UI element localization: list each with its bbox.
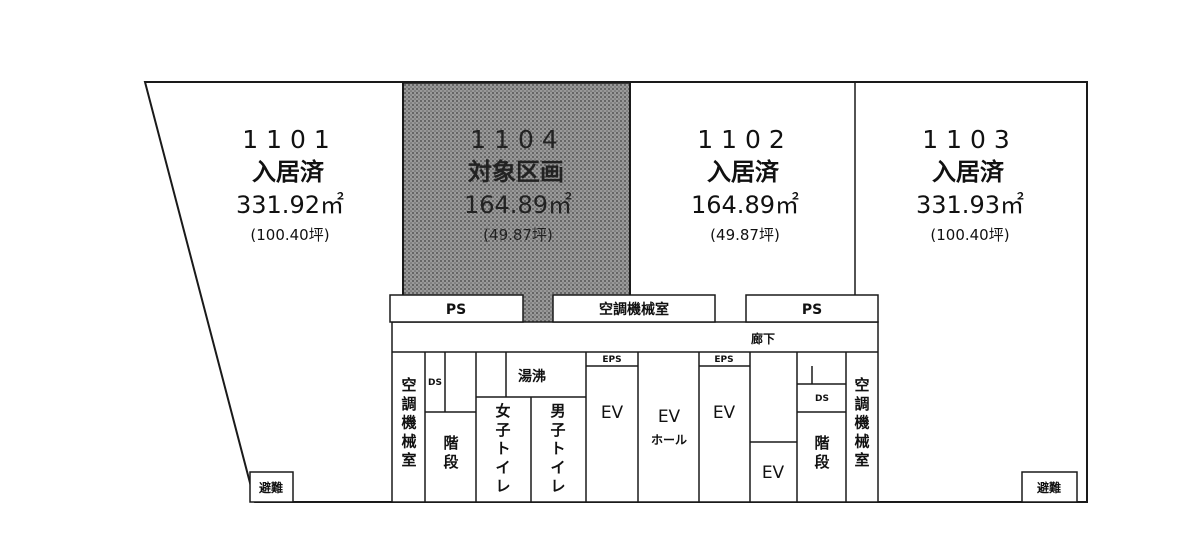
target-unit-shading bbox=[402, 82, 631, 324]
ev-3-label: EV bbox=[762, 463, 785, 483]
ps-right-label: PS bbox=[802, 302, 822, 318]
unit-status: 入居済 bbox=[707, 158, 780, 186]
stairs-left-label: 階段 bbox=[443, 434, 458, 471]
unit-number: 1104 bbox=[470, 125, 566, 154]
evac-left-label: 避難 bbox=[259, 480, 283, 495]
stairs-right-label: 階段 bbox=[814, 434, 829, 471]
floor-outline bbox=[143, 81, 1088, 503]
core-walls bbox=[392, 351, 878, 502]
ev-2-label: EV bbox=[713, 403, 736, 423]
unit-tsubo: (100.40坪) bbox=[930, 226, 1009, 244]
mech-right-vertical-label: 空調機械室 bbox=[854, 376, 869, 469]
ev-1-label: EV bbox=[601, 403, 624, 423]
ev-hall-label-1: EV bbox=[658, 407, 681, 427]
ps-right-room bbox=[745, 294, 879, 323]
unit-tsubo: (49.87坪) bbox=[483, 226, 553, 244]
unit-number: 1103 bbox=[922, 125, 1018, 154]
ds-left-label: DS bbox=[428, 378, 442, 388]
unit-tsubo: (49.87坪) bbox=[710, 226, 780, 244]
unit-tsubo: (100.40坪) bbox=[250, 226, 329, 244]
evac-left-box bbox=[249, 471, 294, 503]
ps-left-room bbox=[389, 294, 524, 323]
ds-right-label: DS bbox=[815, 394, 829, 404]
mechanical-room bbox=[552, 294, 716, 323]
evac-right-box bbox=[1021, 471, 1078, 503]
eps-right-label: EPS bbox=[714, 355, 733, 365]
mechanical-room-label: 空調機械室 bbox=[599, 301, 669, 318]
unit-number: 1101 bbox=[242, 125, 338, 154]
men-toilet-label: 男子トイレ bbox=[550, 402, 565, 495]
unit-area: 164.89㎡ bbox=[464, 191, 572, 219]
unit-status: 入居済 bbox=[932, 158, 1005, 186]
mech-left-vertical-label: 空調機械室 bbox=[401, 376, 416, 469]
unit-area: 331.93㎡ bbox=[916, 191, 1024, 219]
unit-area: 164.89㎡ bbox=[691, 191, 799, 219]
evac-right-label: 避難 bbox=[1037, 480, 1061, 495]
corridor-label: 廊下 bbox=[751, 331, 775, 346]
unit-1104[interactable]: 1104 対象区画 164.89㎡ (49.87坪) bbox=[464, 125, 572, 244]
unit-1102[interactable]: 1102 入居済 164.89㎡ (49.87坪) bbox=[691, 125, 799, 244]
kitchenette-label: 湯沸 bbox=[518, 368, 546, 385]
unit-1101[interactable]: 1101 入居済 331.92㎡ (100.40坪) bbox=[236, 125, 344, 244]
eps-left-label: EPS bbox=[602, 355, 621, 365]
unit-number: 1102 bbox=[697, 125, 793, 154]
unit-1103[interactable]: 1103 入居済 331.93㎡ (100.40坪) bbox=[916, 125, 1024, 244]
unit-area: 331.92㎡ bbox=[236, 191, 344, 219]
unit-status: 対象区画 bbox=[468, 158, 564, 186]
women-toilet-label: 女子トイレ bbox=[495, 402, 510, 495]
unit-status: 入居済 bbox=[252, 158, 325, 186]
ev-hall-label-2: ホール bbox=[651, 433, 687, 447]
ps-left-label: PS bbox=[446, 302, 466, 318]
